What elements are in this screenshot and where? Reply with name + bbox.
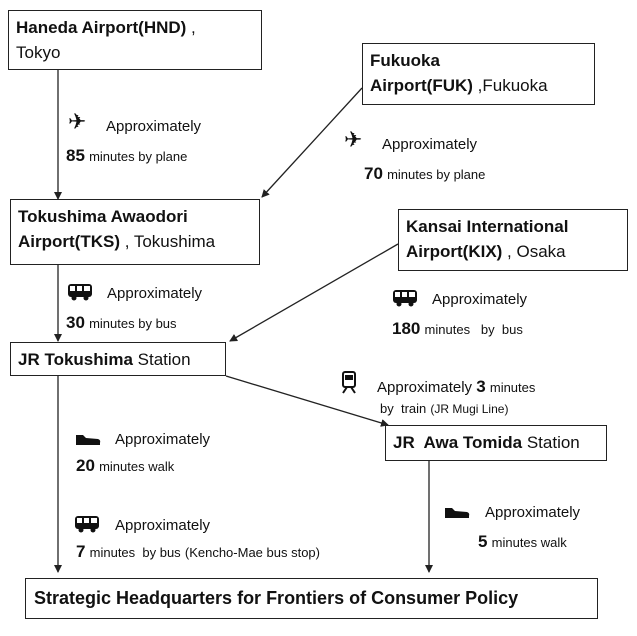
route-jr-bus-number: 7 [76,542,86,561]
kansai-airport-name-line1: Kansai International [406,217,569,236]
fukuoka-airport-name-line1: Fukuoka [370,51,440,70]
jr-tokushima-name: JR Tokushima [18,350,133,369]
route-train-line1: Approximately 3 minutes [377,377,535,398]
bus-icon [68,284,92,301]
arrow-kix-to-jr [229,243,399,342]
route-jr-bus-unit: minutes by bus [89,545,181,560]
bus-icon [75,516,99,533]
route-jr-walk-time: 20 minutes walk [76,456,174,477]
shoe-icon [445,508,470,518]
haneda-city: Tokyo [16,43,61,62]
route-train-line2: by train (JR Mugi Line) [380,399,508,419]
tokushima-airport-name-line1: Tokushima Awaodori [18,207,188,226]
route-fukuoka-label: Approximately [382,136,478,153]
destination-name: Strategic Headquarters for Frontiers of … [34,588,519,608]
route-kix-time: 180 minutes by bus [392,319,523,340]
tokushima-airport-box: Tokushima Awaodori Airport(TKS) , Tokush… [10,199,260,265]
route-jr-walk-label: Approximately [115,431,211,448]
train-icon [342,371,356,394]
route-train-number: 3 [476,377,486,396]
route-tks-time: 30 minutes by bus [66,313,177,334]
awa-tomida-station-box: JR Awa Tomida Station [385,425,607,461]
arrow-fukuoka-to-tks [261,87,363,198]
route-haneda-label: Approximately [106,118,202,135]
airplane-icon: ✈ [68,110,87,135]
route-kix-label: Approximately [432,291,528,308]
fukuoka-airport-box: Fukuoka Airport(FUK) ,Fukuoka [362,43,595,105]
route-jr-bus-stop: (Kencho-Mae bus stop) [184,545,320,560]
route-train-label: Approximately [377,379,473,396]
kansai-city: , Osaka [502,242,566,261]
route-jr-walk-unit: minutes walk [99,459,175,474]
route-haneda-number: 85 [66,146,85,165]
jr-tokushima-station-box: JR Tokushima Station [10,342,226,376]
tokushima-airport-name-line2: Airport(TKS) [18,232,120,251]
route-tomida-walk-label: Approximately [485,504,581,521]
kansai-airport-box: Kansai International Airport(KIX) , Osak… [398,209,628,271]
route-fukuoka-number: 70 [364,164,383,183]
route-train-line-name: (JR Mugi Line) [430,402,509,416]
route-tomida-walk-time: 5 minutes walk [478,532,567,553]
destination-box: Strategic Headquarters for Frontiers of … [25,578,598,619]
shoe-icon [76,435,101,445]
haneda-airport-name: Haneda Airport(HND) [16,18,187,37]
fukuoka-airport-name-line2: Airport(FUK) [370,76,473,95]
haneda-airport-box: Haneda Airport(HND) , Tokyo [8,10,262,70]
fukuoka-city: ,Fukuoka [472,76,548,95]
route-fukuoka-unit: minutes by plane [387,167,486,182]
route-jr-walk-number: 20 [76,456,95,475]
route-tks-number: 30 [66,313,85,332]
route-tks-unit: minutes by bus [89,316,177,331]
haneda-separator: , [186,18,196,37]
route-kix-number: 180 [392,319,421,338]
awa-tomida-suffix: Station [522,433,580,452]
arrow-jr-to-tomida [225,375,389,427]
route-haneda-time: 85 minutes by plane [66,146,187,167]
route-train-by: by train [380,401,427,416]
airplane-icon: ✈ [344,128,363,153]
route-tks-label: Approximately [107,285,203,302]
route-tomida-walk-number: 5 [478,532,488,551]
route-fukuoka-time: 70 minutes by plane [364,164,485,185]
route-haneda-unit: minutes by plane [89,149,188,164]
route-train-unit: minutes [489,380,536,395]
route-jr-bus-time: 7 minutes by bus (Kencho-Mae bus stop) [76,542,320,563]
bus-icon [393,290,417,307]
route-kix-unit: minutes by bus [424,322,523,337]
route-jr-bus-label: Approximately [115,517,211,534]
tokushima-city: , Tokushima [119,232,216,251]
awa-tomida-name: JR Awa Tomida [393,433,523,452]
route-tomida-walk-unit: minutes walk [491,535,567,550]
jr-tokushima-suffix: Station [132,350,191,369]
kansai-airport-name-line2: Airport(KIX) [406,242,503,261]
